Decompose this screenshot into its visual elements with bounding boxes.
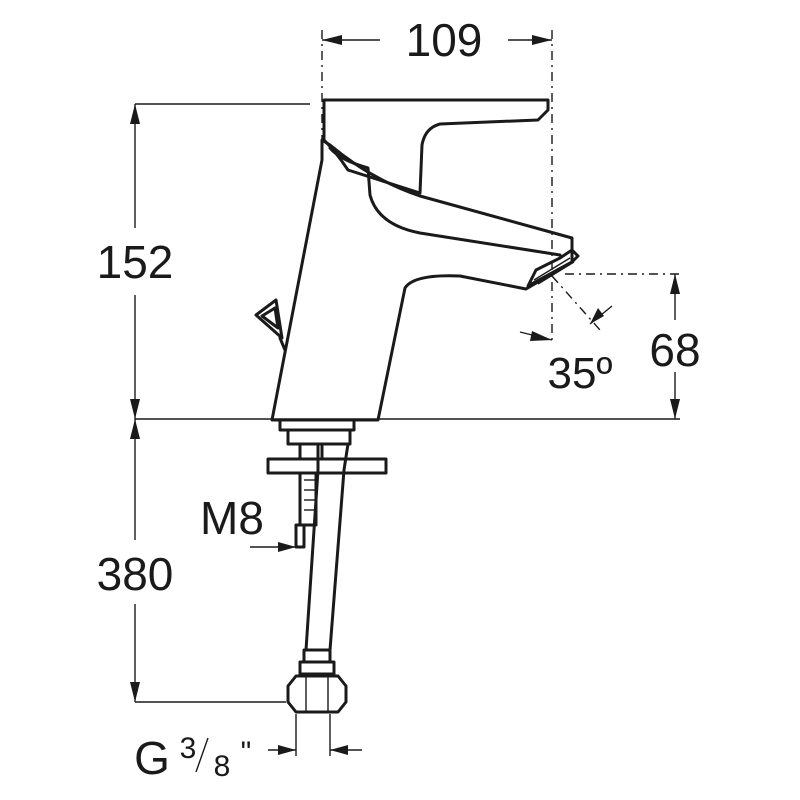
connection-numerator: 3 [180, 732, 197, 765]
body-contour-line [328, 146, 562, 257]
hose-nut [286, 674, 348, 714]
pop-up-ring [254, 298, 284, 340]
lever-handle [322, 98, 550, 195]
faucet-body [254, 98, 580, 422]
mounting-hardware [266, 418, 388, 549]
connection-inch-mark: " [241, 736, 252, 769]
spout-angle-label: 35º [547, 349, 612, 398]
connection-denominator: 8 [214, 750, 231, 783]
body-outline [270, 138, 574, 422]
spout-height-label: 68 [649, 324, 700, 376]
dimension-labels: 109 152 68 35º 380 M8 G 3 8 " [97, 14, 701, 784]
hose-length-label: 380 [97, 548, 174, 600]
aerator [526, 248, 580, 288]
mounting-plate [266, 457, 388, 475]
dimension-lines [130, 30, 680, 756]
connection-g-label: G [134, 732, 170, 784]
braided-hose [286, 442, 350, 714]
bolt-size-label: M8 [200, 492, 264, 544]
fraction-slash [195, 737, 209, 773]
body-height-label: 152 [97, 236, 174, 288]
width-label: 109 [406, 14, 483, 66]
